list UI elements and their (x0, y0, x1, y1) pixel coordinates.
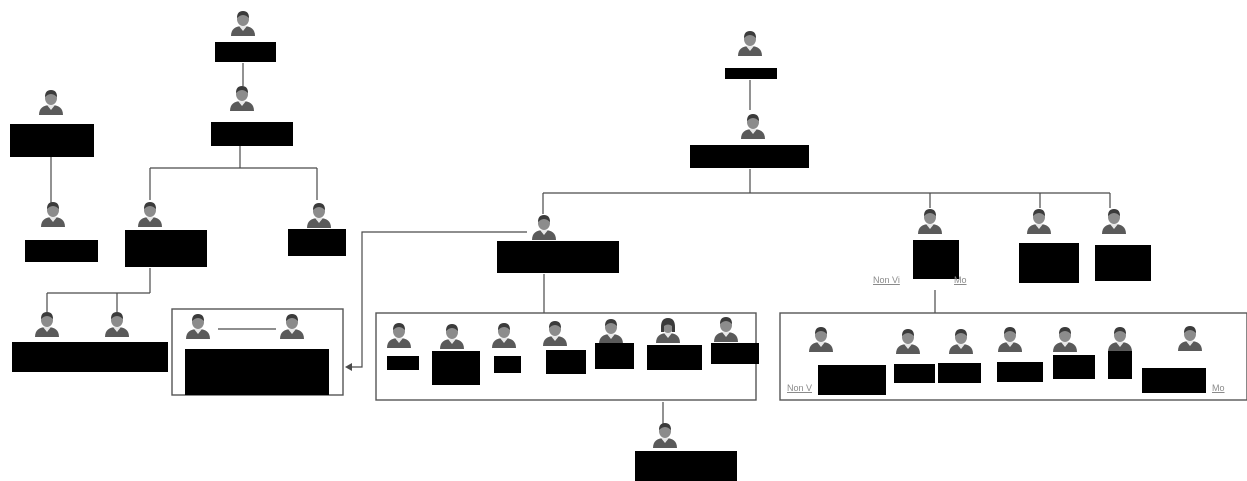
redacted-name-label (10, 124, 94, 157)
caption-right-bottom-right: Mo (1212, 383, 1225, 393)
person-avatar-icon (655, 317, 681, 343)
redacted-name-label (647, 345, 702, 370)
person-avatar-icon (1101, 208, 1127, 234)
person-avatar-icon (917, 208, 943, 234)
redacted-name-label (185, 349, 329, 395)
connector-lines (46, 63, 1111, 424)
redacted-name-label (546, 350, 586, 374)
person-avatar-icon (230, 10, 256, 36)
person-avatar-icon (948, 328, 974, 354)
redacted-name-label (211, 122, 293, 146)
person-avatar-icon (38, 89, 64, 115)
redacted-name-label (1053, 355, 1095, 379)
arrowhead (345, 363, 352, 371)
redacted-name-label (25, 240, 98, 262)
person-avatar-icon (740, 113, 766, 139)
person-avatar-icon (808, 326, 834, 352)
redacted-name-label (215, 42, 276, 62)
redacted-name-label (494, 356, 521, 373)
redacted-name-label (938, 363, 981, 383)
person-avatar-icon (386, 322, 412, 348)
group-box-right (779, 312, 1247, 401)
person-avatar-icon (491, 322, 517, 348)
person-avatar-icon (185, 313, 211, 339)
redacted-name-label (725, 68, 777, 79)
redacted-name-label (997, 362, 1043, 382)
person-avatar-icon (229, 85, 255, 111)
person-avatar-icon (1177, 325, 1203, 351)
person-avatar-icon (1107, 326, 1133, 352)
person-avatar-icon (542, 320, 568, 346)
redacted-name-label (288, 229, 346, 256)
caption-right-bottom-left: Non V (787, 383, 813, 393)
redacted-name-label (894, 364, 935, 383)
redacted-name-label (595, 343, 634, 369)
redacted-name-label (1019, 243, 1079, 283)
person-avatar-icon (40, 201, 66, 227)
person-avatar-icon (104, 311, 130, 337)
caption-right-top: Non Vi (873, 275, 900, 285)
redacted-name-label (690, 145, 809, 168)
group-box-left (171, 308, 344, 396)
redacted-name-label (635, 451, 737, 481)
person-avatar-icon (279, 313, 305, 339)
person-avatar-icon (306, 202, 332, 228)
person-avatar-icon (1026, 208, 1052, 234)
redacted-name-label (432, 351, 480, 385)
caption-right-top-suffix: Mo (954, 275, 967, 285)
person-avatar-icon (737, 30, 763, 56)
redacted-name-label (1108, 351, 1132, 379)
redacted-name-label (125, 230, 207, 267)
person-avatar-icon (598, 318, 624, 344)
redacted-name-label (387, 356, 419, 370)
person-avatar-icon (1052, 326, 1078, 352)
person-avatar-icon (895, 328, 921, 354)
cross-link-arrow (350, 231, 527, 368)
redacted-name-label (497, 241, 619, 273)
person-avatar-icon (34, 311, 60, 337)
person-avatar-icon (531, 214, 557, 240)
person-avatar-icon (997, 326, 1023, 352)
person-avatar-icon (713, 316, 739, 342)
redacted-name-label (913, 240, 959, 279)
person-avatar-icon (137, 201, 163, 227)
redacted-name-label (1172, 378, 1202, 393)
person-avatar-icon (652, 422, 678, 448)
redacted-name-label (818, 365, 886, 395)
redacted-name-label (1095, 245, 1151, 281)
redacted-name-label (12, 342, 168, 372)
redacted-name-label (711, 343, 759, 364)
person-avatar-icon (439, 323, 465, 349)
